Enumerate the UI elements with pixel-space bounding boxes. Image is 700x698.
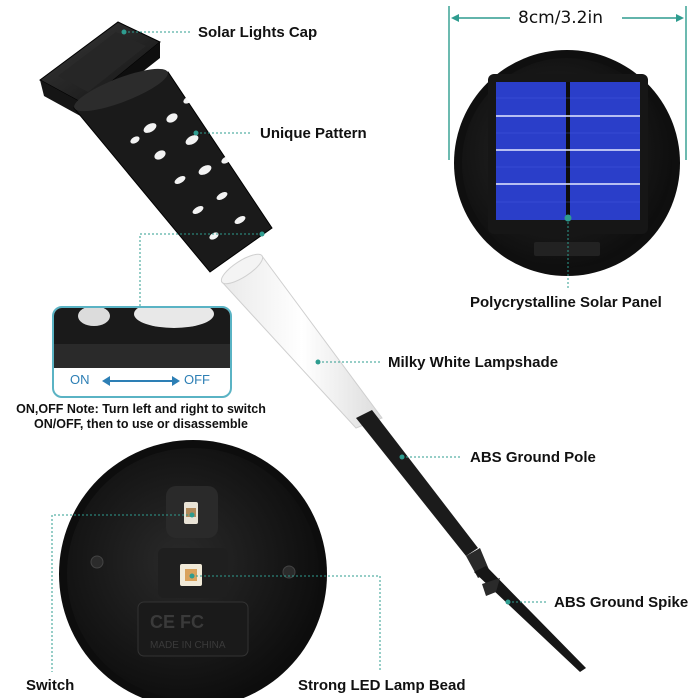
switch-on-label: ON — [70, 372, 90, 387]
pole-illustration — [356, 410, 586, 672]
label-ground-pole: ABS Ground Pole — [470, 449, 596, 466]
label-switch: Switch — [26, 677, 75, 694]
label-led-bead: Strong LED Lamp Bead — [298, 677, 466, 694]
switch-detail-inset: ON OFF — [52, 306, 232, 398]
solar-panel-illustration — [454, 50, 680, 276]
svg-text:CE FC: CE FC — [150, 612, 204, 632]
switch-ring-icon — [54, 308, 230, 368]
left-right-arrow-icon — [102, 376, 180, 386]
svg-text:MADE IN CHINA: MADE IN CHINA — [150, 640, 226, 651]
bottom-disc-illustration: CE FC MADE IN CHINA — [59, 440, 327, 698]
switch-note-line-2: ON/OFF, then to use or disassemble — [34, 417, 248, 431]
pattern-cage-illustration — [73, 68, 273, 273]
label-unique-pattern: Unique Pattern — [260, 125, 367, 142]
switch-note-line-1: ON,OFF Note: Turn left and right to swit… — [16, 402, 266, 416]
lampshade-illustration — [220, 253, 383, 429]
switch-note: ON,OFF Note: Turn left and right to swit… — [0, 402, 282, 432]
label-lampshade: Milky White Lampshade — [388, 354, 559, 371]
label-solar-cap: Solar Lights Cap — [198, 24, 318, 41]
label-ground-spike: ABS Ground Spike — [554, 594, 689, 611]
label-solar-panel: Polycrystalline Solar Panel — [470, 294, 662, 311]
dimension-label: 8cm/3.2in — [518, 8, 603, 28]
switch-off-label: OFF — [184, 372, 210, 387]
